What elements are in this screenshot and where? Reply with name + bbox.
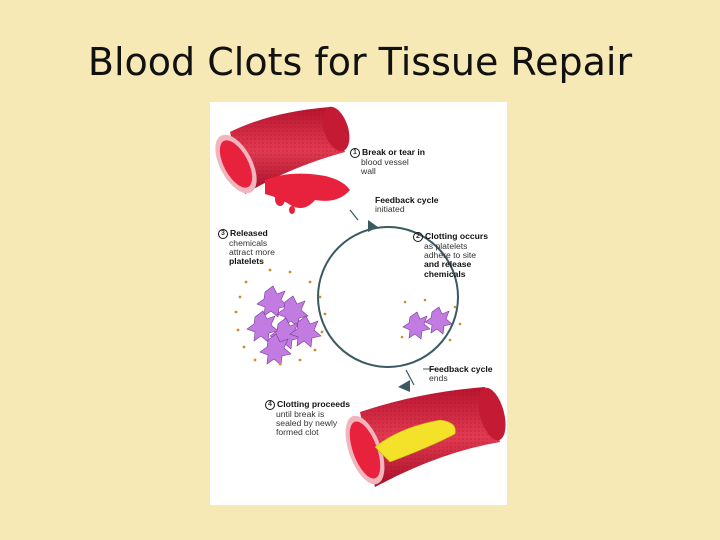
damaged-vessel	[215, 106, 350, 214]
feedback-cycle-ring	[317, 226, 459, 368]
chemical-dots	[234, 268, 327, 366]
blood-spill	[265, 173, 350, 208]
adhering-platelets	[402, 306, 453, 340]
feedback-initiated-label: Feedback cycle initiated	[375, 195, 439, 215]
slide-title: Blood Clots for Tissue Repair	[87, 40, 633, 84]
platelet-cluster	[246, 285, 322, 366]
sealed-vessel	[345, 387, 506, 487]
formed-clot	[374, 419, 456, 463]
feedback-ends-label: Feedback cycle ends	[429, 364, 493, 384]
cycle-arrow-icon	[368, 220, 378, 232]
cycle-end-arrow-icon	[398, 380, 410, 392]
diagram-artwork	[215, 106, 506, 487]
